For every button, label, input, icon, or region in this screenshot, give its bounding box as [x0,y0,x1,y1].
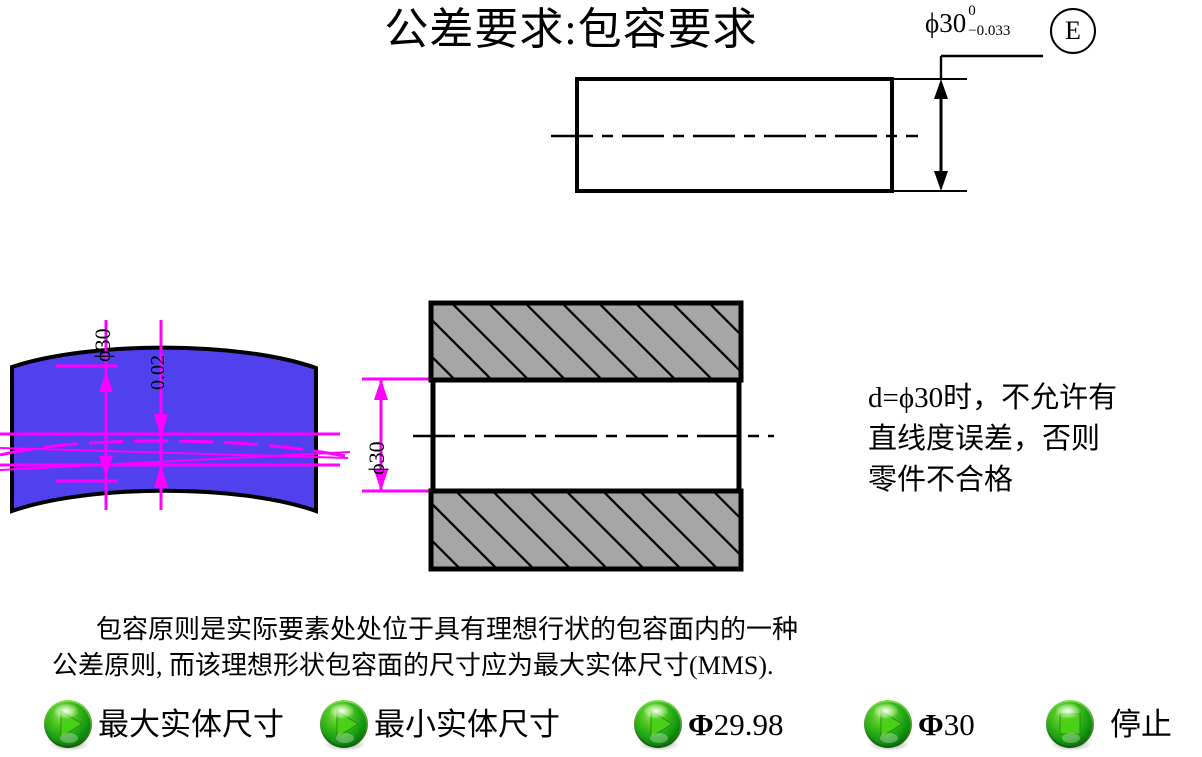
stop-icon [1046,700,1094,751]
play-icon [320,700,368,751]
play-icon [864,700,912,751]
envelope-requirement-symbol: E [1050,8,1096,54]
definition-line-1: 包容原则是实际要素处处位于具有理想行状的包容面内的一种 [96,615,799,644]
play-icon[interactable] [862,699,914,751]
explanation-text: d=ϕ30时，不允许有 直线度误差，否则 零件不合格 [868,378,1188,501]
play-button-5[interactable]: 停止 [1044,696,1172,754]
straightness-tolerance-label: 0.02 [147,355,169,390]
stop-icon[interactable] [1044,699,1096,751]
play-button-1[interactable]: 最大实体尺寸 [42,696,284,754]
button-label: Φ30 [918,707,975,742]
top-view-part [551,77,918,193]
page-title-text: 公差要求:包容要求 [384,5,758,54]
play-button-2[interactable]: 最小实体尺寸 [318,696,560,754]
explanation-line-1: d=ϕ30时，不允许有 [868,382,1118,414]
play-icon[interactable] [632,699,684,751]
play-button-3[interactable]: Φ29.98 [632,696,783,754]
axis-tip-line-1 [0,447,349,459]
axis-tip-line-2 [0,451,351,471]
curved-part-left-dim-label: ϕ30 [90,328,115,362]
top-view-rectangle [575,77,894,193]
page-title: 公差要求:包容要求 [0,2,1202,58]
top-dimension-value: ϕ30 [925,8,967,38]
curved-part-axis [0,439,346,458]
explanation-line-2: 直线度误差，否则 [868,423,1101,455]
section-view-part [413,300,774,572]
top-view-dimension [892,54,1043,192]
top-dimension-tolerance: 0 −0.033 [968,3,1011,42]
button-label: 最大实体尺寸 [98,707,284,742]
button-label: 停止 [1110,707,1172,742]
play-icon [634,700,682,751]
button-bar: 最大实体尺寸 最小实体尺寸 Φ29.98 Φ30 停止 [0,696,1202,757]
curved-part-right-dim-label: ϕ30 [364,441,389,475]
upper-deviation: 0 [968,2,976,19]
play-icon[interactable] [42,699,94,751]
section-lower-material [428,488,744,572]
definition-paragraph: 包容原则是实际要素处处位于具有理想行状的包容面内的一种 公差原则, 而该理想形状… [52,612,1132,684]
section-upper-material [428,300,744,383]
button-label: Φ29.98 [688,707,784,742]
play-icon [44,700,92,751]
explanation-line-3: 零件不合格 [868,464,1014,496]
play-icon[interactable] [318,699,370,751]
lower-deviation: −0.033 [968,22,1011,39]
curved-part-view [0,320,432,514]
button-label: 最小实体尺寸 [374,707,560,742]
straightness-dimension [154,320,168,510]
definition-line-2: 公差原则, 而该理想形状包容面的尺寸应为最大实体尺寸(MMS). [52,651,774,680]
play-button-4[interactable]: Φ30 [862,696,975,754]
